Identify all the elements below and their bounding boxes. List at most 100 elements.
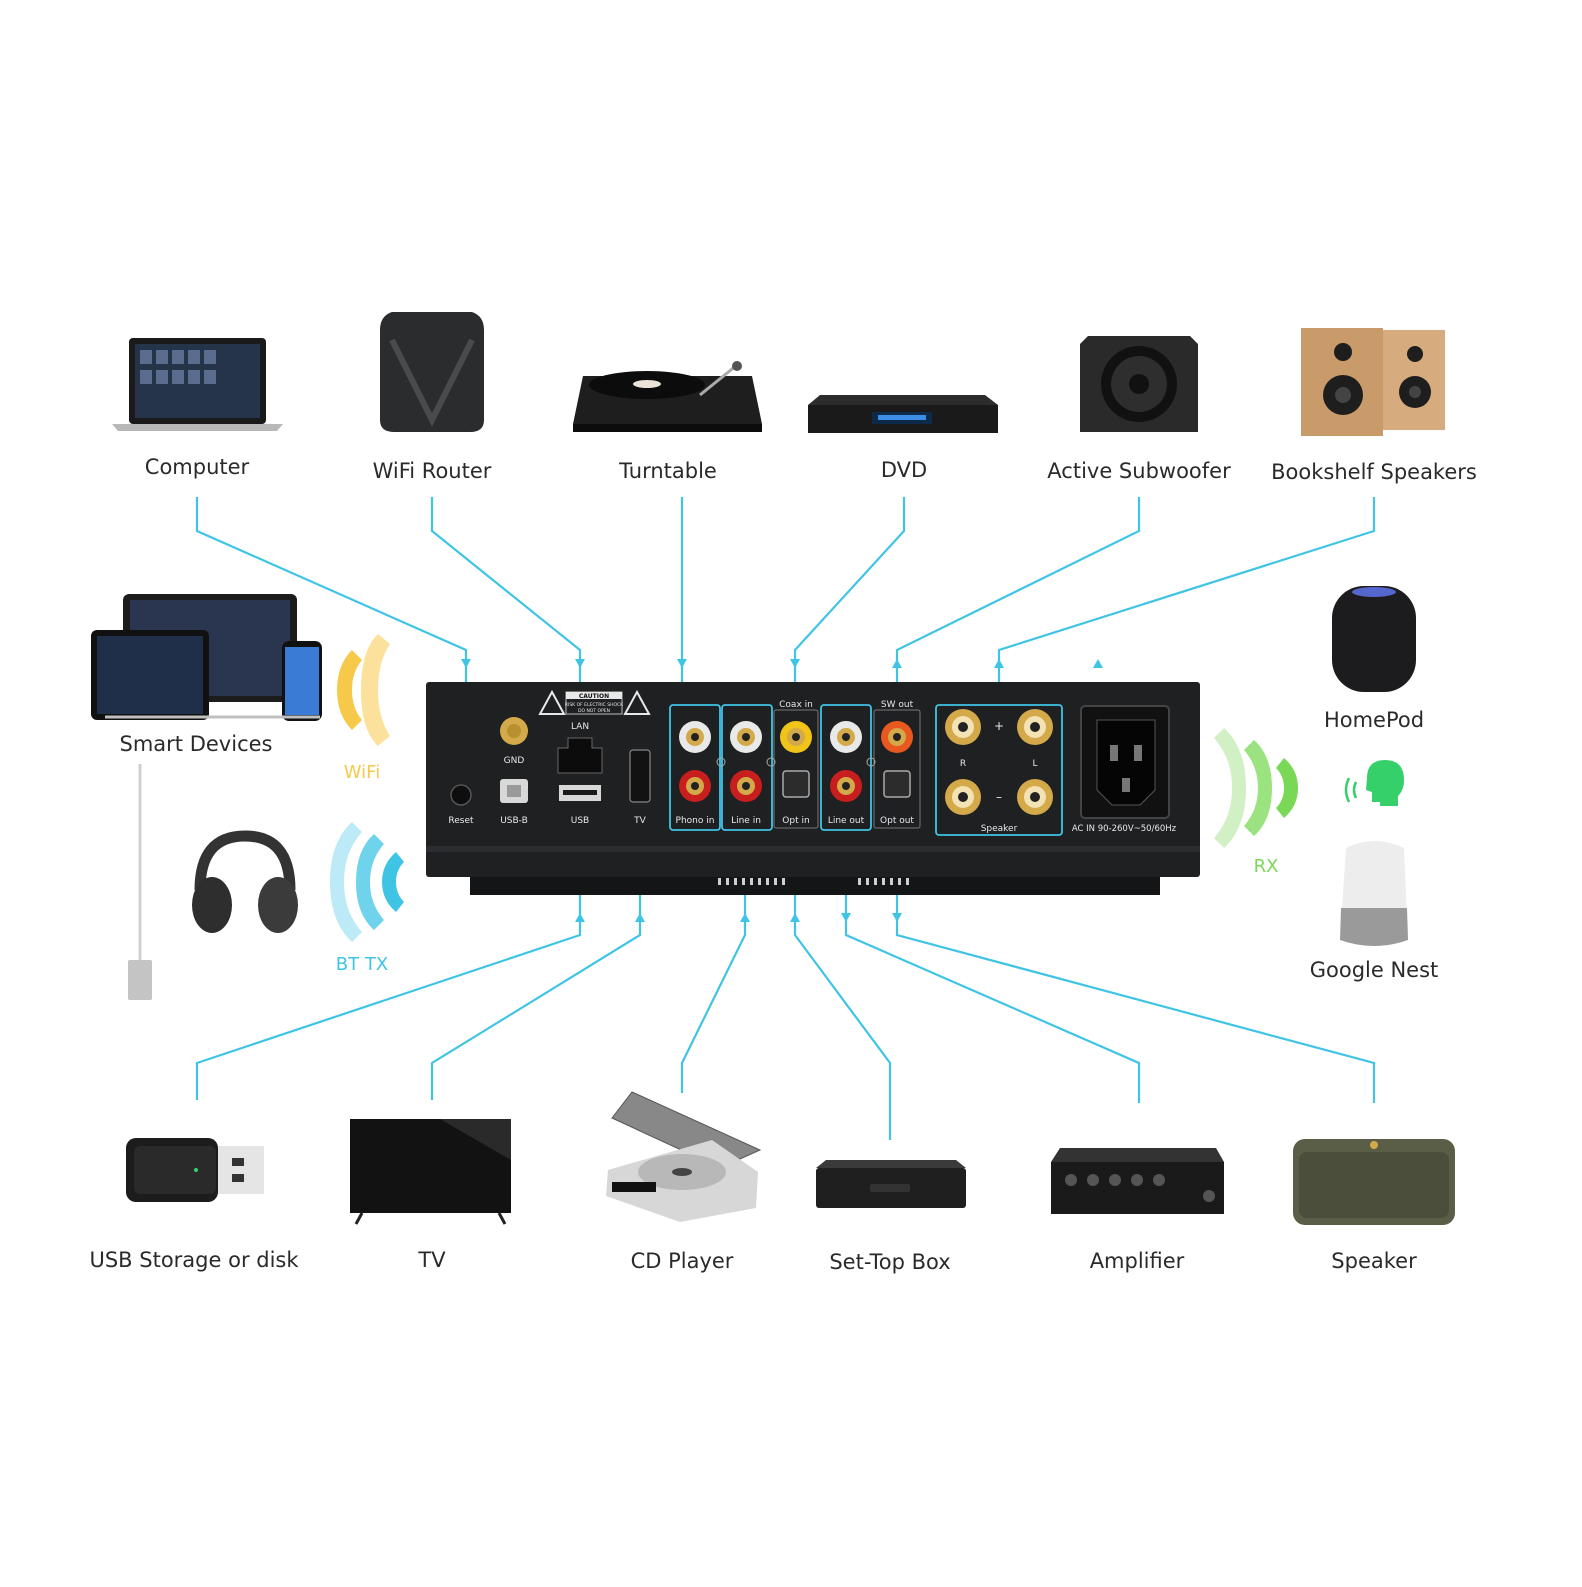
arrow-down	[575, 659, 585, 668]
label-wifi-router: WiFi Router	[372, 459, 492, 483]
reset-label: Reset	[448, 816, 474, 826]
amplifier-icon	[1051, 1148, 1224, 1214]
rx-signal-icon	[1214, 728, 1298, 848]
bt-tx-signal-icon	[330, 822, 404, 942]
headphones-icon	[192, 830, 298, 933]
speaker-binding-posts	[945, 709, 1053, 815]
caution-sub-1: RISK OF ELECTRIC SHOCK	[565, 702, 624, 708]
label-dvd: DVD	[880, 458, 928, 482]
connector-arrows-bottom	[575, 913, 902, 922]
arrow-up	[1093, 659, 1103, 668]
gnd-label: GND	[504, 756, 525, 766]
line-out-label: Line out	[828, 816, 865, 826]
computer-icon	[112, 338, 283, 431]
tv-port-label: TV	[633, 816, 646, 826]
usb-b-label: USB-B	[500, 816, 528, 826]
sw-out-jack	[881, 721, 913, 753]
label-amplifier: Amplifier	[1089, 1249, 1185, 1273]
homepod-icon	[1332, 586, 1416, 692]
line-out-group	[820, 704, 872, 831]
connector-arrows-top	[461, 659, 1103, 668]
warning-icon	[538, 689, 566, 715]
label-turntable: Turntable	[619, 459, 717, 483]
opt-out-port	[883, 770, 911, 798]
label-usb-storage: USB Storage or disk	[89, 1248, 299, 1272]
arrow-down	[461, 659, 471, 668]
hdmi-tv-port	[629, 749, 651, 803]
sw-opt-out-group	[873, 709, 921, 829]
subwoofer-icon	[1080, 336, 1198, 432]
phono-in-group	[669, 704, 721, 831]
usb-cable-icon	[128, 764, 152, 1000]
cd-player-icon	[606, 1091, 762, 1222]
usb-label: USB	[571, 816, 589, 826]
wifi-router-icon	[380, 312, 484, 432]
coax-opt-in-group	[773, 709, 819, 829]
lan-port	[557, 737, 603, 774]
r-label: R	[960, 759, 966, 769]
label-computer: Computer	[144, 455, 250, 479]
turntable-icon	[573, 361, 762, 432]
label-active-subwoofer: Active Subwoofer	[1047, 459, 1231, 483]
line-in-jacks	[730, 721, 762, 802]
coax-in-jack	[780, 721, 812, 753]
label-bt-tx-signal: BT TX	[335, 954, 389, 975]
bookshelf-speakers-icon	[1301, 328, 1445, 436]
opt-in-label: Opt in	[782, 816, 809, 826]
arrow-down	[841, 913, 851, 922]
minus-label: –	[996, 790, 1002, 804]
caution-sub-2: DO NOT OPEN	[578, 708, 610, 714]
arrow-up	[892, 659, 902, 668]
coax-in-label: Coax in	[779, 700, 813, 710]
voice-command-icon	[1344, 760, 1404, 806]
arrow-up	[635, 913, 645, 922]
line-sub-to-sw-out	[895, 497, 1141, 705]
label-homepod: HomePod	[1323, 708, 1425, 732]
label-bookshelf-speakers: Bookshelf Speakers	[1271, 460, 1477, 484]
line-bookshelf-to-speaker	[997, 497, 1376, 705]
arrow-up	[994, 659, 1004, 668]
label-speaker: Speaker	[1331, 1249, 1417, 1273]
ac-in-label: AC IN 90-260V~50/60Hz	[1072, 824, 1177, 834]
label-cd-player: CD Player	[630, 1249, 734, 1273]
plus-label: +	[994, 719, 1004, 733]
usb-storage-icon	[126, 1138, 264, 1202]
warning-icon	[623, 689, 651, 715]
smart-devices-icon	[91, 594, 322, 721]
opt-in-port	[782, 770, 810, 798]
speaker-icon	[1293, 1139, 1455, 1225]
arrow-down	[892, 913, 902, 922]
arrow-up	[790, 913, 800, 922]
line-out-jacks	[830, 721, 862, 802]
arrow-down	[677, 659, 687, 668]
lan-label: LAN	[571, 722, 589, 732]
sw-out-label: SW out	[881, 700, 914, 710]
streamer-amp-rear-panel: CAUTION RISK OF ELECTRIC SHOCK DO NOT OP…	[426, 682, 1200, 895]
label-set-top-box: Set-Top Box	[829, 1250, 951, 1274]
phono-in-label: Phono in	[676, 816, 715, 826]
speaker-terminal-group	[935, 704, 1063, 836]
caution-label: CAUTION	[579, 693, 609, 700]
tv-icon	[350, 1119, 511, 1225]
line-in-group	[721, 704, 773, 831]
set-top-box-icon	[816, 1160, 966, 1208]
label-smart-devices: Smart Devices	[119, 732, 273, 756]
label-google-nest: Google Nest	[1309, 958, 1439, 982]
line-in-label: Line in	[731, 816, 761, 826]
label-rx-signal: RX	[1253, 856, 1279, 877]
label-wifi-signal: WiFi	[343, 762, 381, 783]
opt-out-label: Opt out	[880, 816, 914, 826]
reset-button	[450, 784, 472, 806]
label-tv: TV	[418, 1248, 446, 1272]
phono-in-jacks	[679, 721, 711, 802]
arrow-up	[740, 913, 750, 922]
google-nest-icon	[1340, 841, 1408, 946]
speaker-label: Speaker	[981, 824, 1018, 834]
line-dvd-to-coax	[793, 497, 906, 705]
dvd-player-icon	[808, 395, 998, 433]
wifi-signal-icon	[337, 634, 390, 746]
l-label: L	[1032, 759, 1037, 769]
arrow-down	[790, 659, 800, 668]
